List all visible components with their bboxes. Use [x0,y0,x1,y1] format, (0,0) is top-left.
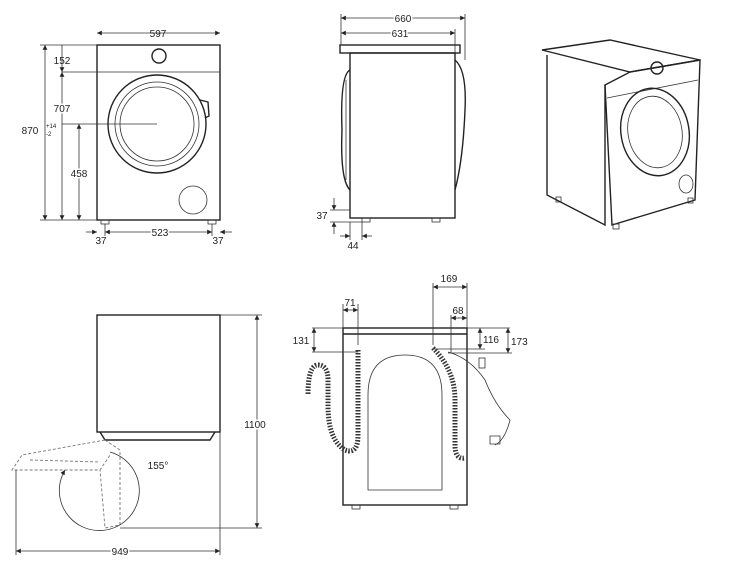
drain-hose [431,346,466,461]
dim-drain-height: 116 [483,335,499,346]
side-view: 660 631 37 44 [316,13,466,252]
top-view: 155° 1100 949 [11,314,268,560]
dim-cable-height: 173 [511,337,528,348]
dim-depth-body: 631 [392,29,409,40]
dim-door-center: 458 [71,169,88,180]
inlet-hose [305,350,361,454]
front-view: 597 870 +14 -2 152 707 458 523 37 37 [22,29,232,247]
program-knob [151,48,167,64]
power-cable [447,351,511,446]
dim-inlet-height: 131 [293,336,310,347]
dim-door-top: 707 [54,104,71,115]
dim-foot-span: 523 [152,228,169,239]
dim-width: 597 [150,29,167,40]
dim-door-open-depth: 1100 [244,420,266,431]
dim-foot-left: 37 [95,236,107,247]
dim-foot-offset: 44 [347,241,359,252]
dim-drain-offset: 169 [441,274,458,285]
dim-top-panel: 152 [54,56,71,67]
dim-foot-right: 37 [212,236,224,247]
dim-height-tol-minus: -2 [46,132,52,138]
dim-inlet-offset: 71 [344,298,356,309]
dim-cable-offset: 68 [452,306,464,317]
dim-foot-height: 37 [316,211,328,222]
dim-height-tol-plus: +14 [46,124,57,130]
dim-height: 870 [22,126,39,137]
rear-view: 71 169 68 131 116 173 [293,274,528,510]
filter-cover [178,185,208,215]
dim-depth-total: 660 [395,14,412,25]
dim-total-depth: 949 [112,547,129,558]
isometric-view [541,39,701,230]
dim-door-angle: 155° [148,461,169,472]
